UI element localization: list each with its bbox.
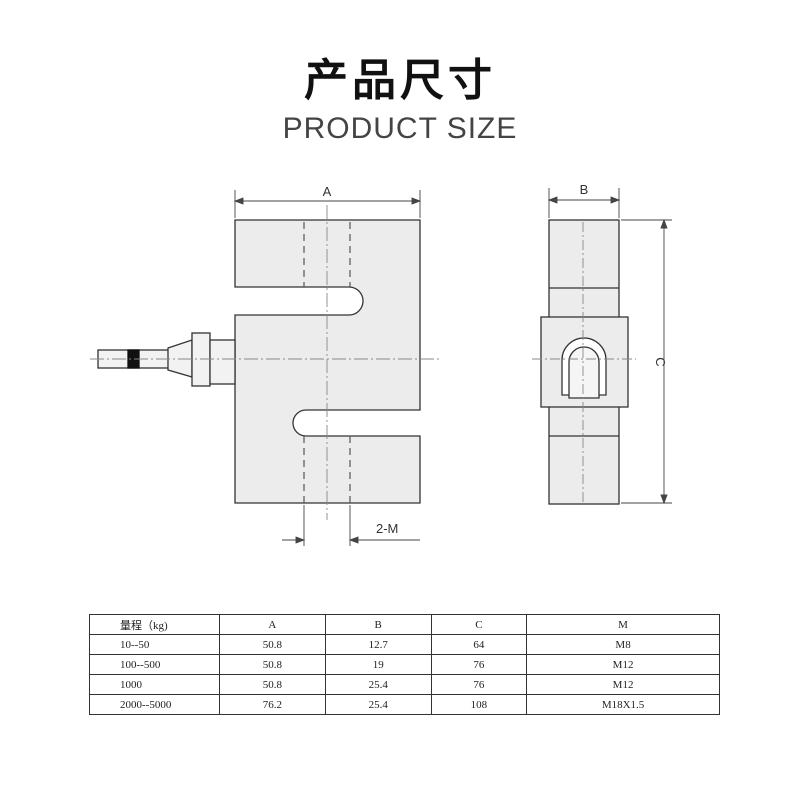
header-range: 量程（kg) xyxy=(89,614,220,635)
side-connector-inner xyxy=(568,346,600,399)
page-subtitle: PRODUCT SIZE xyxy=(282,112,518,145)
front-hidden-lines xyxy=(303,222,351,503)
dimension-m xyxy=(282,505,420,546)
cell-b: 25.4 xyxy=(324,694,432,715)
header-m: M xyxy=(526,614,720,635)
cell-a: 50.8 xyxy=(219,654,326,675)
cell-range: 2000--5000 xyxy=(89,694,220,715)
cell-a: 76.2 xyxy=(219,694,326,715)
dimension-c xyxy=(621,218,672,505)
side-view xyxy=(540,219,629,505)
dimension-c-label: C xyxy=(653,357,668,366)
dimension-b-label: B xyxy=(580,182,589,197)
cell-a: 50.8 xyxy=(219,634,326,655)
cable-gland-base xyxy=(209,339,236,385)
cell-b: 12.7 xyxy=(324,634,432,655)
cell-m: M18X1.5 xyxy=(526,694,720,715)
cable-gland-cone xyxy=(167,339,193,378)
dimension-m-label: 2-M xyxy=(376,521,398,536)
technical-drawing: A 2-M B C xyxy=(90,182,672,546)
dimension-a xyxy=(233,190,422,218)
page-title: 产品尺寸 xyxy=(304,55,496,106)
cell-range: 100--500 xyxy=(89,654,220,675)
cell-m: M12 xyxy=(526,674,720,695)
header-a: A xyxy=(219,614,326,635)
cell-a: 50.8 xyxy=(219,674,326,695)
table-row: 10--50 50.8 12.7 64 M8 xyxy=(89,634,720,655)
side-hidden-lines xyxy=(532,222,636,505)
header-c: C xyxy=(430,614,528,635)
table-row: 2000--5000 76.2 25.4 108 M18X1.5 xyxy=(89,694,720,715)
cell-c: 108 xyxy=(430,694,528,715)
cell-b: 19 xyxy=(324,654,432,675)
cell-range: 1000 xyxy=(89,674,220,695)
table-header-row: 量程（kg) A B C M xyxy=(89,614,720,635)
dimension-b xyxy=(547,188,621,218)
cell-m: M12 xyxy=(526,654,720,675)
cable-gland-nut xyxy=(191,332,211,387)
header-b: B xyxy=(324,614,432,635)
cell-c: 76 xyxy=(430,654,528,675)
cell-range: 10--50 xyxy=(89,634,220,655)
table-row: 100--500 50.8 19 76 M12 xyxy=(89,654,720,675)
front-view xyxy=(97,219,421,504)
dimension-a-label: A xyxy=(323,184,332,199)
specification-table: 量程（kg) A B C M 10--50 50.8 12.7 64 M8 10… xyxy=(89,614,720,715)
front-center-lines xyxy=(90,205,440,520)
table-row: 1000 50.8 25.4 76 M12 xyxy=(89,674,720,695)
cell-c: 76 xyxy=(430,674,528,695)
cell-b: 25.4 xyxy=(324,674,432,695)
cell-m: M8 xyxy=(526,634,720,655)
cell-c: 64 xyxy=(430,634,528,655)
front-body-outline xyxy=(234,219,421,504)
